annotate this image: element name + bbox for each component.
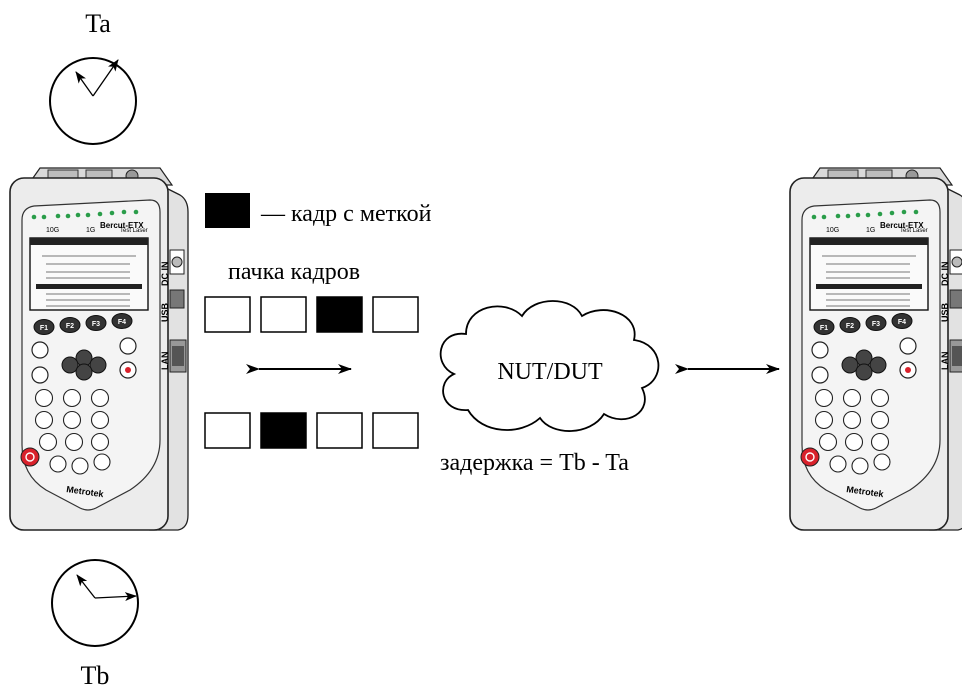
burst-bottom-frame-4 xyxy=(372,412,419,449)
device-port-usb-right: USB xyxy=(940,302,950,322)
fkey-1-left: F1 xyxy=(40,325,48,332)
clock-a xyxy=(49,57,137,145)
fkey-3-left: F3 xyxy=(92,321,100,328)
device-port-dc-right: DC IN xyxy=(940,262,950,287)
burst-top-frame-3-marked xyxy=(316,296,363,333)
burst-bottom-frame-2-marked xyxy=(260,412,307,449)
fkey-2-left: F2 xyxy=(66,323,74,330)
burst-bottom-frame-1 xyxy=(204,412,251,449)
clock-b-label: Tb xyxy=(81,661,110,690)
burst-row-bottom xyxy=(204,412,419,449)
device-speed-3-left: Test Laser xyxy=(120,228,148,234)
device-port-lan-right: LAN xyxy=(940,352,950,371)
burst-label: пачка кадров xyxy=(228,259,360,285)
delay-formula: задержка = Tb - Ta xyxy=(440,450,629,476)
device-speed-2-right: 1G xyxy=(866,227,875,234)
device-port-lan-left: LAN xyxy=(160,352,170,371)
device-brand-left: Bercut-ETX xyxy=(100,221,144,230)
burst-bottom-frame-3 xyxy=(316,412,363,449)
clock-a-label: Ta xyxy=(85,9,111,38)
network-cloud xyxy=(439,300,660,432)
device-speed-1-right: 10G xyxy=(826,227,839,234)
tester-device-left: Bercut-ETX 10G 1G Test Laser Metrotek DC… xyxy=(9,167,189,531)
device-speed-1-left: 10G xyxy=(46,227,59,234)
burst-top-frame-2 xyxy=(260,296,307,333)
device-speed-3-right: Test Laser xyxy=(900,228,928,234)
fkey-3-right: F3 xyxy=(872,321,880,328)
fkey-1-right: F1 xyxy=(820,325,828,332)
device-port-dc-left: DC IN xyxy=(160,262,170,287)
tester-device-right: Bercut-ETX 10G 1G Test Laser Metrotek DC… xyxy=(789,167,962,531)
device-port-usb-left: USB xyxy=(160,302,170,322)
fkey-4-right: F4 xyxy=(898,319,906,326)
burst-top-frame-1 xyxy=(204,296,251,333)
clock-b xyxy=(51,559,139,647)
burst-row-top xyxy=(204,296,419,333)
legend-marked-frame-swatch xyxy=(205,193,250,228)
network-label: NUT/DUT xyxy=(497,359,603,385)
fkey-4-left: F4 xyxy=(118,319,126,326)
fkey-2-right: F2 xyxy=(846,323,854,330)
legend-marked-frame-label: — кадр с меткой xyxy=(260,201,432,227)
device-brand-right: Bercut-ETX xyxy=(880,221,924,230)
device-speed-2-left: 1G xyxy=(86,227,95,234)
burst-top-frame-4 xyxy=(372,296,419,333)
